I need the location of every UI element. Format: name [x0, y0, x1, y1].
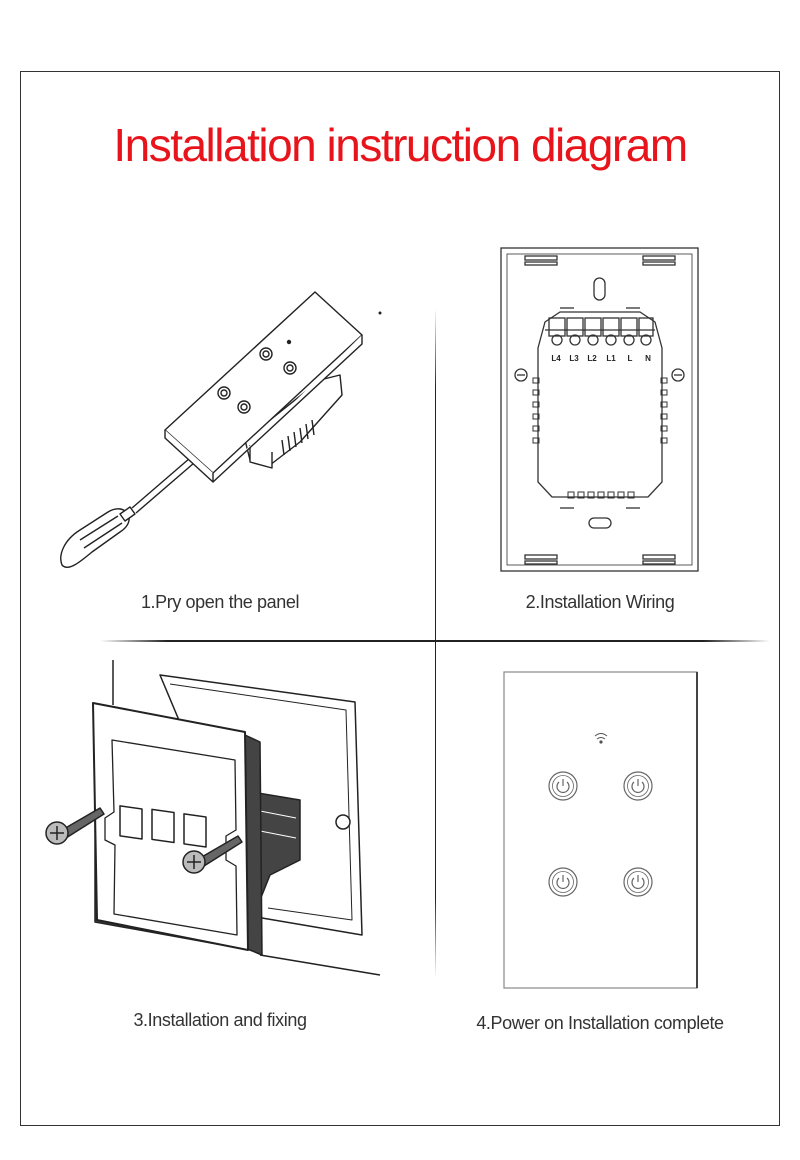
terminal-label-l4: L4	[551, 354, 561, 363]
power-button-bottom-left-icon	[548, 867, 578, 897]
horizontal-divider	[100, 640, 770, 642]
vertical-divider	[435, 308, 436, 978]
terminal-label-l2: L2	[587, 354, 597, 363]
outer-frame	[20, 71, 780, 1126]
page-title: Installation instruction diagram	[113, 119, 688, 171]
terminal-label-n: N	[645, 354, 651, 363]
terminal-label-l1: L1	[606, 354, 616, 363]
step2-caption: 2.Installation Wiring	[525, 592, 675, 612]
terminal-label-l: L	[628, 354, 633, 363]
step4-caption: 4.Power on Installation complete	[476, 1013, 724, 1033]
power-button-top-left-icon	[548, 771, 578, 801]
step3-caption: 3.Installation and fixing	[133, 1010, 307, 1030]
terminal-label-l3: L3	[569, 354, 579, 363]
power-button-top-right-icon	[623, 771, 653, 801]
step1-caption: 1.Pry open the panel	[140, 592, 300, 612]
power-button-bottom-right-icon	[623, 867, 653, 897]
